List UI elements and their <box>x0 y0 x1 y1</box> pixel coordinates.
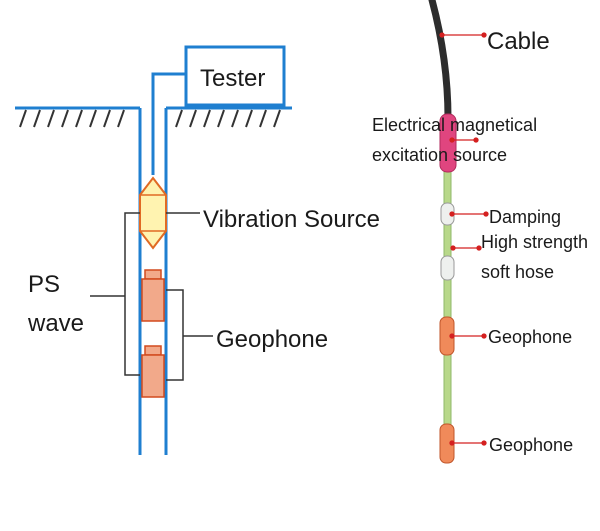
probe-geophone-label-2: Geophone <box>489 435 573 455</box>
tester-box <box>184 45 286 107</box>
vibration-source <box>139 176 167 250</box>
excitation-label-line1: Electrical magnetical <box>372 115 537 135</box>
borehole-diagram: Tester Vibration Source PS wave Geophone <box>15 45 380 455</box>
damping-lower <box>440 255 455 281</box>
excitation-label-line2: excitation source <box>372 145 507 165</box>
vibration-source-label: Vibration Source <box>203 206 380 233</box>
damping-label: Damping <box>489 207 561 227</box>
geophone-upper <box>141 269 165 322</box>
ps-wave-bracket <box>90 212 140 376</box>
hose-label-line2: soft hose <box>481 262 554 282</box>
geophone-lower <box>141 345 165 398</box>
ps-wave-label-line1: PS <box>28 271 60 298</box>
excitation-source <box>439 113 457 173</box>
ps-wave-label-line2: wave <box>27 310 84 337</box>
probe-diagram: Cable Electrical magnetical excitation s… <box>372 0 588 464</box>
geophone-bracket <box>166 289 213 381</box>
cable-label: Cable <box>487 28 550 55</box>
pointer-lines <box>439 32 489 446</box>
ground-surface <box>15 106 292 128</box>
probe-geophone-label-1: Geophone <box>488 327 572 347</box>
hose-label-line1: High strength <box>481 232 588 252</box>
cable <box>428 0 452 122</box>
borehole-walls <box>138 108 168 455</box>
tester-label: Tester <box>200 65 265 92</box>
geophone-label: Geophone <box>216 326 328 353</box>
